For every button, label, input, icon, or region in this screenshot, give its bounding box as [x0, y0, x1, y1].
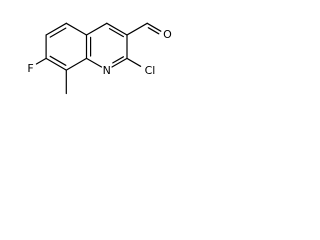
bond-c8-c8a: [65, 57, 88, 71]
bond-c2-n1: [111, 57, 128, 68]
bond-c2-cl: [126, 57, 142, 67]
bond-cho-o: [146, 22, 162, 32]
bond-c7-c8-inner: [49, 55, 67, 66]
bond-c4-c3: [106, 22, 128, 36]
bond-c5-c6-inner: [49, 27, 67, 38]
nitrogen-label: N: [103, 64, 111, 77]
bond-c7-f: [35, 57, 47, 65]
fluorine-label: F: [27, 62, 33, 75]
bond-n1-c8a: [85, 57, 103, 68]
bond-c4-c3-inner: [108, 28, 125, 38]
bond-c3-cho: [126, 22, 148, 36]
chlorine-label: Cl: [145, 64, 156, 77]
bond-c4a-c4: [85, 22, 108, 36]
molecule-diagram: O F N Cl: [27, 22, 172, 95]
bond-c7-c8: [45, 57, 67, 71]
bond-c2-n1-inner: [112, 56, 125, 64]
bond-c5-c6: [45, 22, 67, 36]
bond-c4a-c5: [65, 22, 88, 36]
oxygen-label: O: [163, 28, 172, 41]
bond-cho-o-inner: [147, 27, 160, 35]
